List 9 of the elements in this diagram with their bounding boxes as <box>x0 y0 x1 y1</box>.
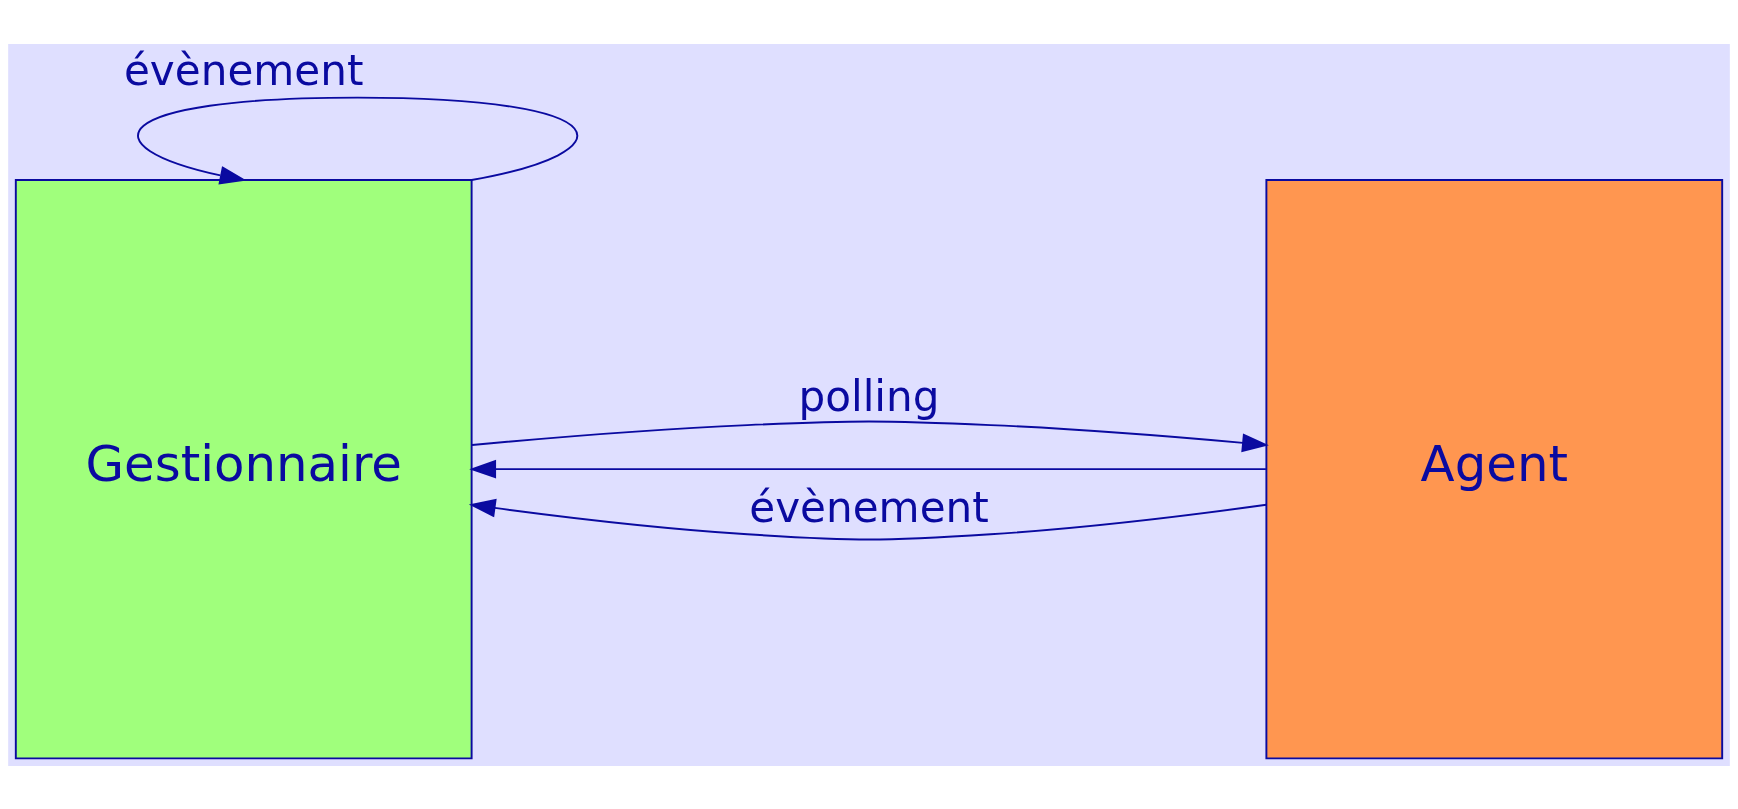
node-box: Gestionnaire <box>14 178 473 759</box>
edge-label: polling <box>798 371 940 421</box>
edge-label: évènement <box>123 45 364 95</box>
arrow <box>137 96 579 185</box>
edge-label: évènement <box>749 482 989 532</box>
node-box: Agent <box>1265 178 1724 759</box>
arrow <box>468 498 1268 540</box>
arrow <box>471 420 1269 452</box>
arrow <box>469 459 1267 479</box>
